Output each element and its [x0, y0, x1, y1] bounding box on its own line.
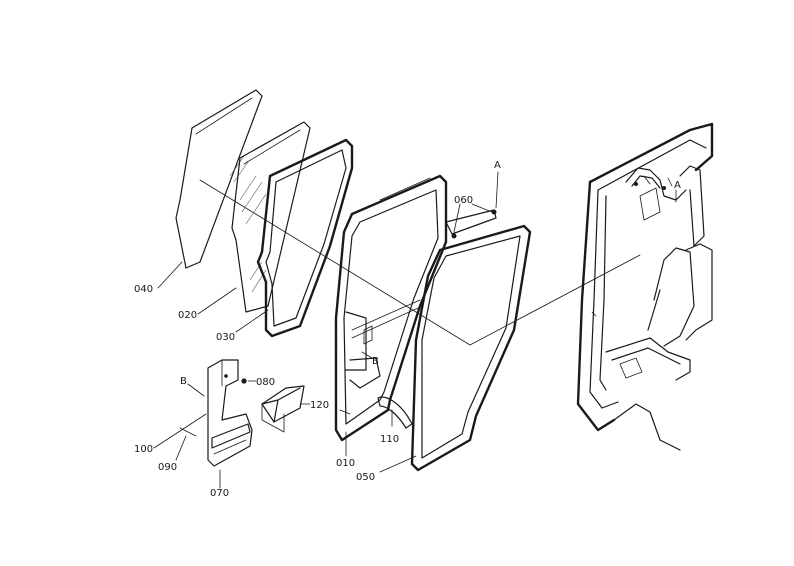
label-030: 030 — [216, 332, 235, 343]
label-070: 070 — [210, 488, 229, 499]
part-010-door-frame — [334, 174, 448, 442]
part-030-seal-frame — [256, 138, 354, 338]
ref-label-a-cab: A — [674, 180, 681, 191]
leader-040 — [157, 261, 183, 289]
ref-label-a-latch: A — [494, 160, 501, 171]
leader-090 — [175, 435, 187, 461]
part-060-latch-rod — [445, 209, 497, 239]
leader-020 — [197, 287, 237, 315]
part-040-glass-panel — [175, 89, 263, 269]
label-010: 010 — [336, 458, 355, 469]
leader-100 — [153, 413, 207, 449]
label-090: 090 — [158, 462, 177, 473]
part-120-tray — [261, 385, 305, 433]
leader-refB2 — [361, 351, 373, 359]
ref-label-b-door: B — [372, 356, 379, 367]
label-060: 060 — [454, 195, 473, 206]
cab-frame — [576, 122, 714, 451]
ref-label-b-bracket: B — [180, 376, 187, 387]
label-110: 110 — [380, 434, 399, 445]
label-020: 020 — [178, 310, 197, 321]
label-080: 080 — [256, 377, 275, 388]
part-080-fastener — [241, 378, 247, 384]
label-100: 100 — [134, 444, 153, 455]
leader-030 — [235, 309, 269, 333]
leader-refA1 — [495, 171, 499, 209]
leader-050 — [379, 455, 417, 473]
label-050: 050 — [356, 472, 375, 483]
label-120: 120 — [310, 400, 329, 411]
leader-060 — [453, 203, 493, 233]
part-050-door-seal — [410, 224, 532, 472]
part-070-bracket — [207, 359, 253, 467]
part-020-glass-panel — [231, 121, 311, 313]
leader-refB1 — [187, 383, 205, 397]
label-040: 040 — [134, 284, 153, 295]
part-110-handle — [377, 396, 413, 429]
